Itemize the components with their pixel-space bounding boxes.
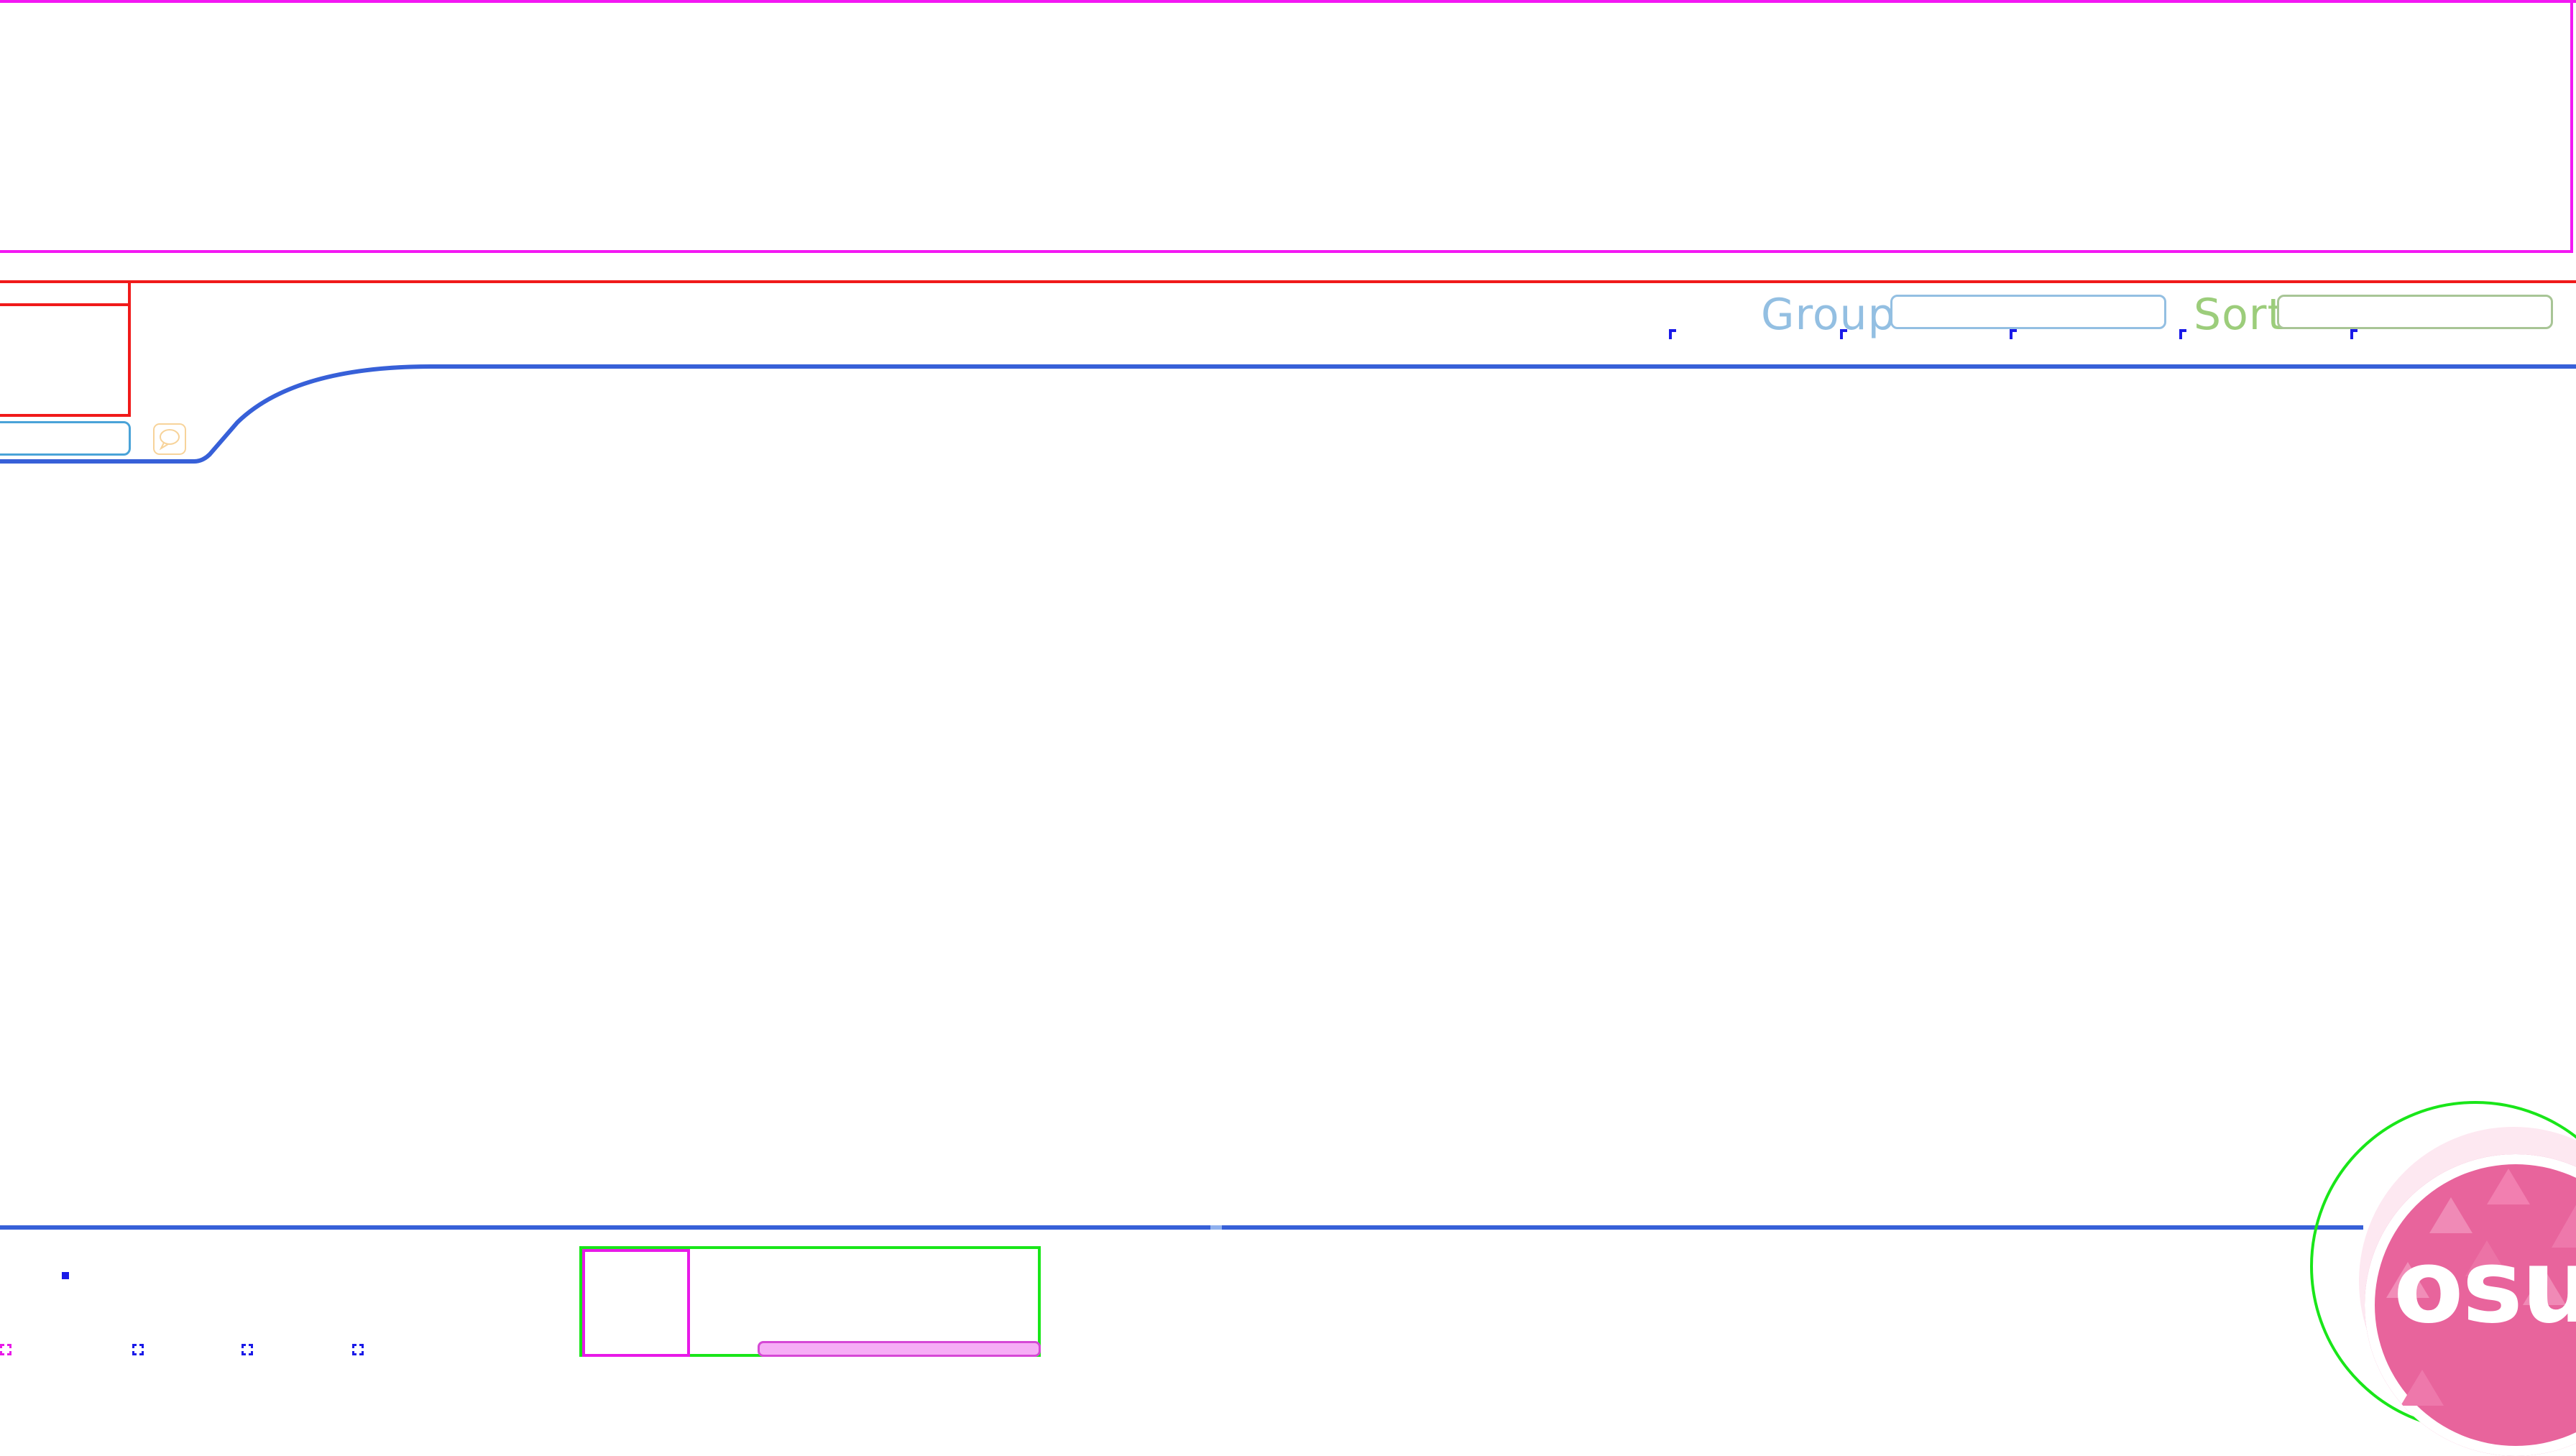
anchor-marker <box>2010 329 2017 339</box>
anchor-marker <box>2179 329 2186 339</box>
header-divider <box>0 280 2576 283</box>
footer-button-extra[interactable] <box>352 1344 364 1355</box>
osu-logo-text: osu <box>2393 1227 2576 1346</box>
cursor-dot <box>62 1272 69 1279</box>
search-input[interactable] <box>0 421 131 456</box>
sort-dropdown[interactable] <box>2277 295 2553 329</box>
footer-button-random[interactable] <box>132 1344 144 1355</box>
anchor-marker <box>1840 329 1847 339</box>
header-left-box <box>0 280 131 417</box>
chat-bubble-icon[interactable] <box>152 423 187 456</box>
top-edge-line <box>0 0 2576 3</box>
header-left-box-divider <box>0 303 131 306</box>
beatmap-thumbnail <box>582 1249 690 1357</box>
anchor-marker <box>2350 329 2358 339</box>
group-label: Group <box>1761 290 1896 340</box>
footer-button-mods[interactable] <box>0 1344 12 1355</box>
group-dropdown[interactable] <box>1890 295 2166 329</box>
beatmap-progress-bar <box>758 1341 1041 1357</box>
footer-button-options[interactable] <box>242 1344 253 1355</box>
sort-label: Sort <box>2194 290 2285 340</box>
top-panel-outline <box>0 0 2573 253</box>
anchor-marker <box>1669 329 1676 339</box>
